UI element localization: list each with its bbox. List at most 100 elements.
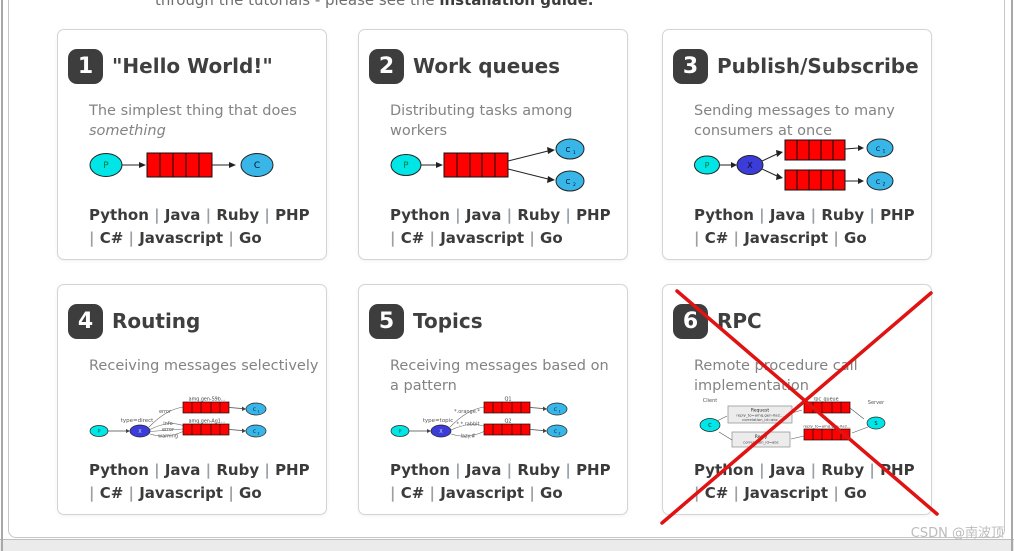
language-link-php[interactable]: PHP (880, 206, 915, 224)
card-description: Receiving messages based on a pattern (390, 358, 609, 394)
language-link-go[interactable]: Go (540, 483, 563, 502)
language-link-go[interactable]: Go (239, 483, 262, 502)
language-link-javascript[interactable]: Javascript (744, 483, 829, 502)
card-number-badge: 5 (369, 304, 404, 339)
language-link-php[interactable]: PHP (275, 206, 310, 224)
arrow (761, 168, 778, 177)
server-label: Server (868, 400, 885, 406)
binding-label: error (159, 409, 172, 415)
client-node-label: C (708, 423, 712, 429)
language-link-ruby[interactable]: Ruby (216, 206, 260, 224)
queue1 (483, 401, 531, 414)
consumer1-subscript: 1 (559, 409, 561, 413)
queue1-name: amq.gen-S9b... (189, 397, 226, 403)
language-link-python[interactable]: Python (390, 206, 450, 224)
language-link-javascript[interactable]: Javascript (744, 228, 829, 247)
language-separator: | (429, 483, 441, 502)
exchange-label: X (138, 429, 142, 435)
tutorial-card-publish-subscribe: 3 Publish/Subscribe Sending messages to … (662, 29, 932, 260)
language-separator: | (833, 228, 845, 247)
language-link-javascript[interactable]: Javascript (139, 483, 224, 502)
language-links: Python | Java | Ruby | PHP | C# | Javasc… (390, 459, 626, 504)
language-link-php[interactable]: PHP (880, 461, 915, 479)
queue2 (784, 169, 846, 191)
language-link-go[interactable]: Go (844, 228, 867, 247)
consumer1-node (546, 402, 568, 416)
arrow-head (242, 428, 246, 433)
language-links: Python | Java | Ruby | PHP | C# | Javasc… (89, 459, 325, 504)
binding-label: info (163, 421, 172, 427)
queue (443, 152, 509, 178)
language-link-go[interactable]: Go (540, 228, 563, 247)
language-link-go[interactable]: Go (844, 483, 867, 502)
language-link-python[interactable]: Python (694, 206, 754, 224)
language-link-ruby[interactable]: Ruby (821, 461, 865, 479)
language-link-csharp[interactable]: C# (400, 228, 425, 247)
language-link-php[interactable]: PHP (576, 206, 611, 224)
consumer2-label: C (554, 429, 557, 435)
arrow (529, 429, 544, 431)
language-link-javascript[interactable]: Javascript (139, 228, 224, 247)
language-link-java[interactable]: Java (465, 461, 502, 479)
language-link-csharp[interactable]: C# (99, 483, 124, 502)
consumer2-node (546, 424, 568, 438)
language-link-python[interactable]: Python (390, 461, 450, 479)
language-link-go[interactable]: Go (239, 228, 262, 247)
rpc-diagram: Client C Request reply_to=amq.gen-Xa2...… (694, 391, 926, 449)
installation-guide-link[interactable]: installation guide. (439, 0, 594, 9)
language-link-java[interactable]: Java (769, 206, 806, 224)
bottom-scrollbar-track[interactable] (0, 539, 1014, 551)
language-link-csharp[interactable]: C# (99, 228, 124, 247)
consumer1-subscript: 1 (883, 149, 886, 155)
arrow-head (858, 145, 864, 151)
binding-line (149, 428, 184, 432)
arrow (228, 407, 243, 409)
language-link-php[interactable]: PHP (576, 461, 611, 479)
language-link-php[interactable]: PHP (275, 461, 310, 479)
language-link-ruby[interactable]: Ruby (216, 461, 260, 479)
card-title: Routing (112, 309, 201, 333)
language-link-python[interactable]: Python (89, 206, 149, 224)
exchange-label: X (439, 429, 443, 435)
rpc-queue (803, 401, 851, 414)
language-link-java[interactable]: Java (164, 461, 201, 479)
queue2 (182, 423, 230, 436)
binding-label: *.*.rabbit (457, 422, 480, 428)
language-link-java[interactable]: Java (164, 206, 201, 224)
queue1-name: Q1 (504, 397, 511, 403)
queue (146, 152, 213, 178)
language-links: Python | Java | Ruby | PHP | C# | Javasc… (694, 459, 930, 504)
language-link-java[interactable]: Java (769, 461, 806, 479)
language-link-javascript[interactable]: Javascript (440, 228, 525, 247)
language-link-ruby[interactable]: Ruby (517, 461, 561, 479)
consumer2-label: C (566, 178, 571, 186)
arrow-head (229, 162, 236, 168)
language-link-javascript[interactable]: Javascript (440, 483, 525, 502)
reply-box: Reply correlation_id=abc (731, 431, 791, 448)
consumer2-subscript: 2 (883, 182, 886, 188)
language-link-ruby[interactable]: Ruby (517, 206, 561, 224)
language-link-python[interactable]: Python (89, 461, 149, 479)
consumer1-node (245, 402, 267, 416)
arrow (507, 150, 549, 162)
queue2-name: Q2 (504, 419, 511, 425)
consumer-node (240, 153, 274, 177)
arrow-head (139, 162, 146, 168)
language-link-ruby[interactable]: Ruby (821, 206, 865, 224)
arrow (791, 409, 803, 414)
tutorial-card-hello-world: 1 "Hello World!" The simplest thing that… (57, 29, 327, 260)
arrow-head (242, 406, 246, 411)
language-separator: | (810, 461, 822, 479)
card-number-badge: 6 (673, 304, 708, 339)
arrow (529, 407, 544, 409)
language-link-csharp[interactable]: C# (704, 228, 729, 247)
arrow-head (731, 162, 737, 168)
language-separator: | (810, 206, 822, 224)
language-link-java[interactable]: Java (465, 206, 502, 224)
consumer2-subscript: 2 (573, 182, 576, 188)
language-link-python[interactable]: Python (694, 461, 754, 479)
language-link-csharp[interactable]: C# (400, 483, 425, 502)
consumer2-node (866, 171, 894, 191)
language-links: Python | Java | Ruby | PHP | C# | Javasc… (89, 204, 325, 249)
language-link-csharp[interactable]: C# (704, 483, 729, 502)
